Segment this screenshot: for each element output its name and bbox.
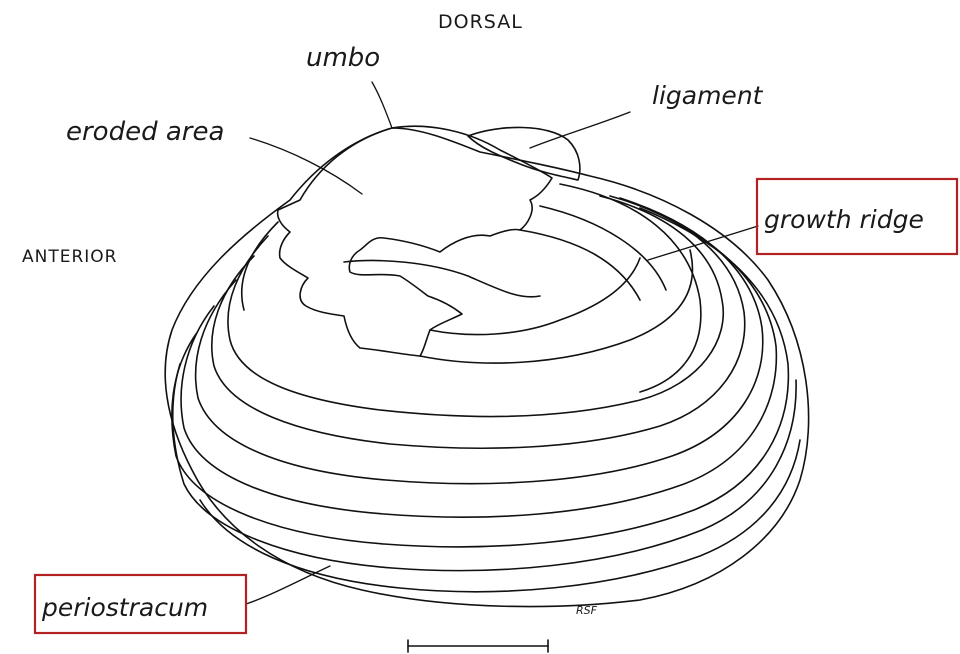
eroded-area-leader — [250, 138, 362, 194]
eroded-area-label: eroded area — [66, 117, 224, 147]
dorsal-label: DORSAL — [438, 11, 523, 33]
periostracum-label: periostracum — [41, 593, 208, 622]
growth-ridge-line — [228, 196, 723, 417]
umbo-label: umbo — [306, 43, 380, 73]
scale-bar — [408, 640, 548, 652]
growth-ridge-line — [172, 208, 789, 547]
growth-ridge-line — [242, 222, 278, 310]
growth-ridge-line — [344, 261, 540, 297]
shell-outline — [165, 128, 808, 607]
growth-ridge-line — [560, 184, 701, 392]
growth-ridge-label: growth ridge — [764, 205, 924, 234]
growth-ridges — [172, 184, 800, 592]
anterior-label: ANTERIOR — [22, 247, 118, 267]
periostracum-leader — [246, 566, 330, 604]
umbo-leader — [372, 82, 392, 128]
ligament-label: ligament — [652, 81, 764, 110]
growth-ridge-line — [196, 198, 763, 484]
signature: RSF — [576, 604, 598, 617]
growth-ridge-line — [173, 364, 796, 571]
